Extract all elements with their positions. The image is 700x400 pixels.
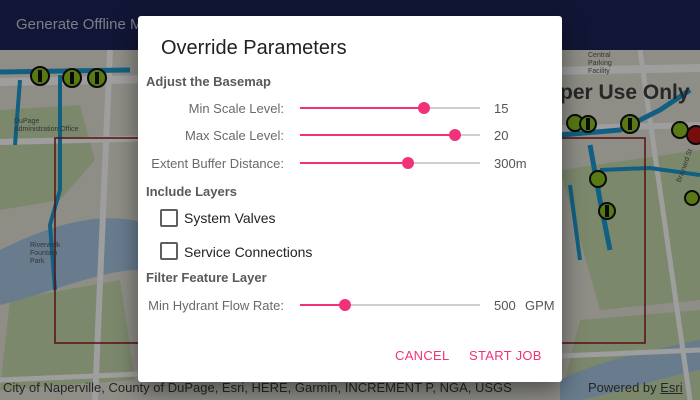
max-scale-slider[interactable] xyxy=(300,125,480,145)
hydrant-flow-label: Min Hydrant Flow Rate: xyxy=(148,298,284,313)
system-valves-label[interactable]: System Valves xyxy=(184,210,276,226)
esri-link[interactable]: Esri xyxy=(660,380,683,395)
map-attribution: City of Naperville, County of DuPage, Es… xyxy=(3,380,512,395)
slider-fill xyxy=(300,304,345,306)
slider-thumb[interactable] xyxy=(418,102,431,114)
slider-thumb[interactable] xyxy=(448,129,461,141)
cancel-button[interactable]: CANCEL xyxy=(395,348,450,363)
slider-thumb[interactable] xyxy=(402,157,414,169)
service-connections-label[interactable]: Service Connections xyxy=(184,244,313,260)
start-job-button[interactable]: START JOB xyxy=(469,348,542,363)
hydrant-flow-slider[interactable] xyxy=(300,295,480,315)
map-overlay-label: per Use Only xyxy=(560,81,690,104)
hydrant-flow-value: 500 xyxy=(494,298,516,313)
powered-by: Powered by Esri xyxy=(588,380,683,395)
max-scale-label: Max Scale Level: xyxy=(185,128,284,143)
buffer-distance-slider[interactable] xyxy=(300,153,480,173)
slider-fill xyxy=(300,162,408,164)
min-scale-slider[interactable] xyxy=(300,98,480,118)
dialog-title: Override Parameters xyxy=(161,37,347,59)
hydrant-flow-unit: GPM xyxy=(525,298,555,313)
max-scale-value: 20 xyxy=(494,128,509,143)
basemap-section-header: Adjust the Basemap xyxy=(146,74,271,89)
powered-by-text: Powered by xyxy=(588,380,661,395)
app-title: Generate Offline Ma xyxy=(16,16,151,33)
buffer-distance-value: 300m xyxy=(494,156,527,171)
min-scale-value: 15 xyxy=(494,101,509,116)
slider-track xyxy=(300,304,480,306)
buffer-distance-label: Extent Buffer Distance: xyxy=(151,156,284,171)
min-scale-label: Min Scale Level: xyxy=(188,101,284,116)
slider-fill xyxy=(300,107,425,109)
slider-fill xyxy=(300,134,455,136)
override-parameters-dialog: Override Parameters Adjust the Basemap M… xyxy=(138,16,562,382)
filter-section-header: Filter Feature Layer xyxy=(146,270,267,285)
slider-thumb[interactable] xyxy=(339,299,351,311)
service-connections-checkbox[interactable] xyxy=(160,242,178,260)
system-valves-checkbox[interactable] xyxy=(160,209,178,227)
layers-section-header: Include Layers xyxy=(146,184,238,199)
